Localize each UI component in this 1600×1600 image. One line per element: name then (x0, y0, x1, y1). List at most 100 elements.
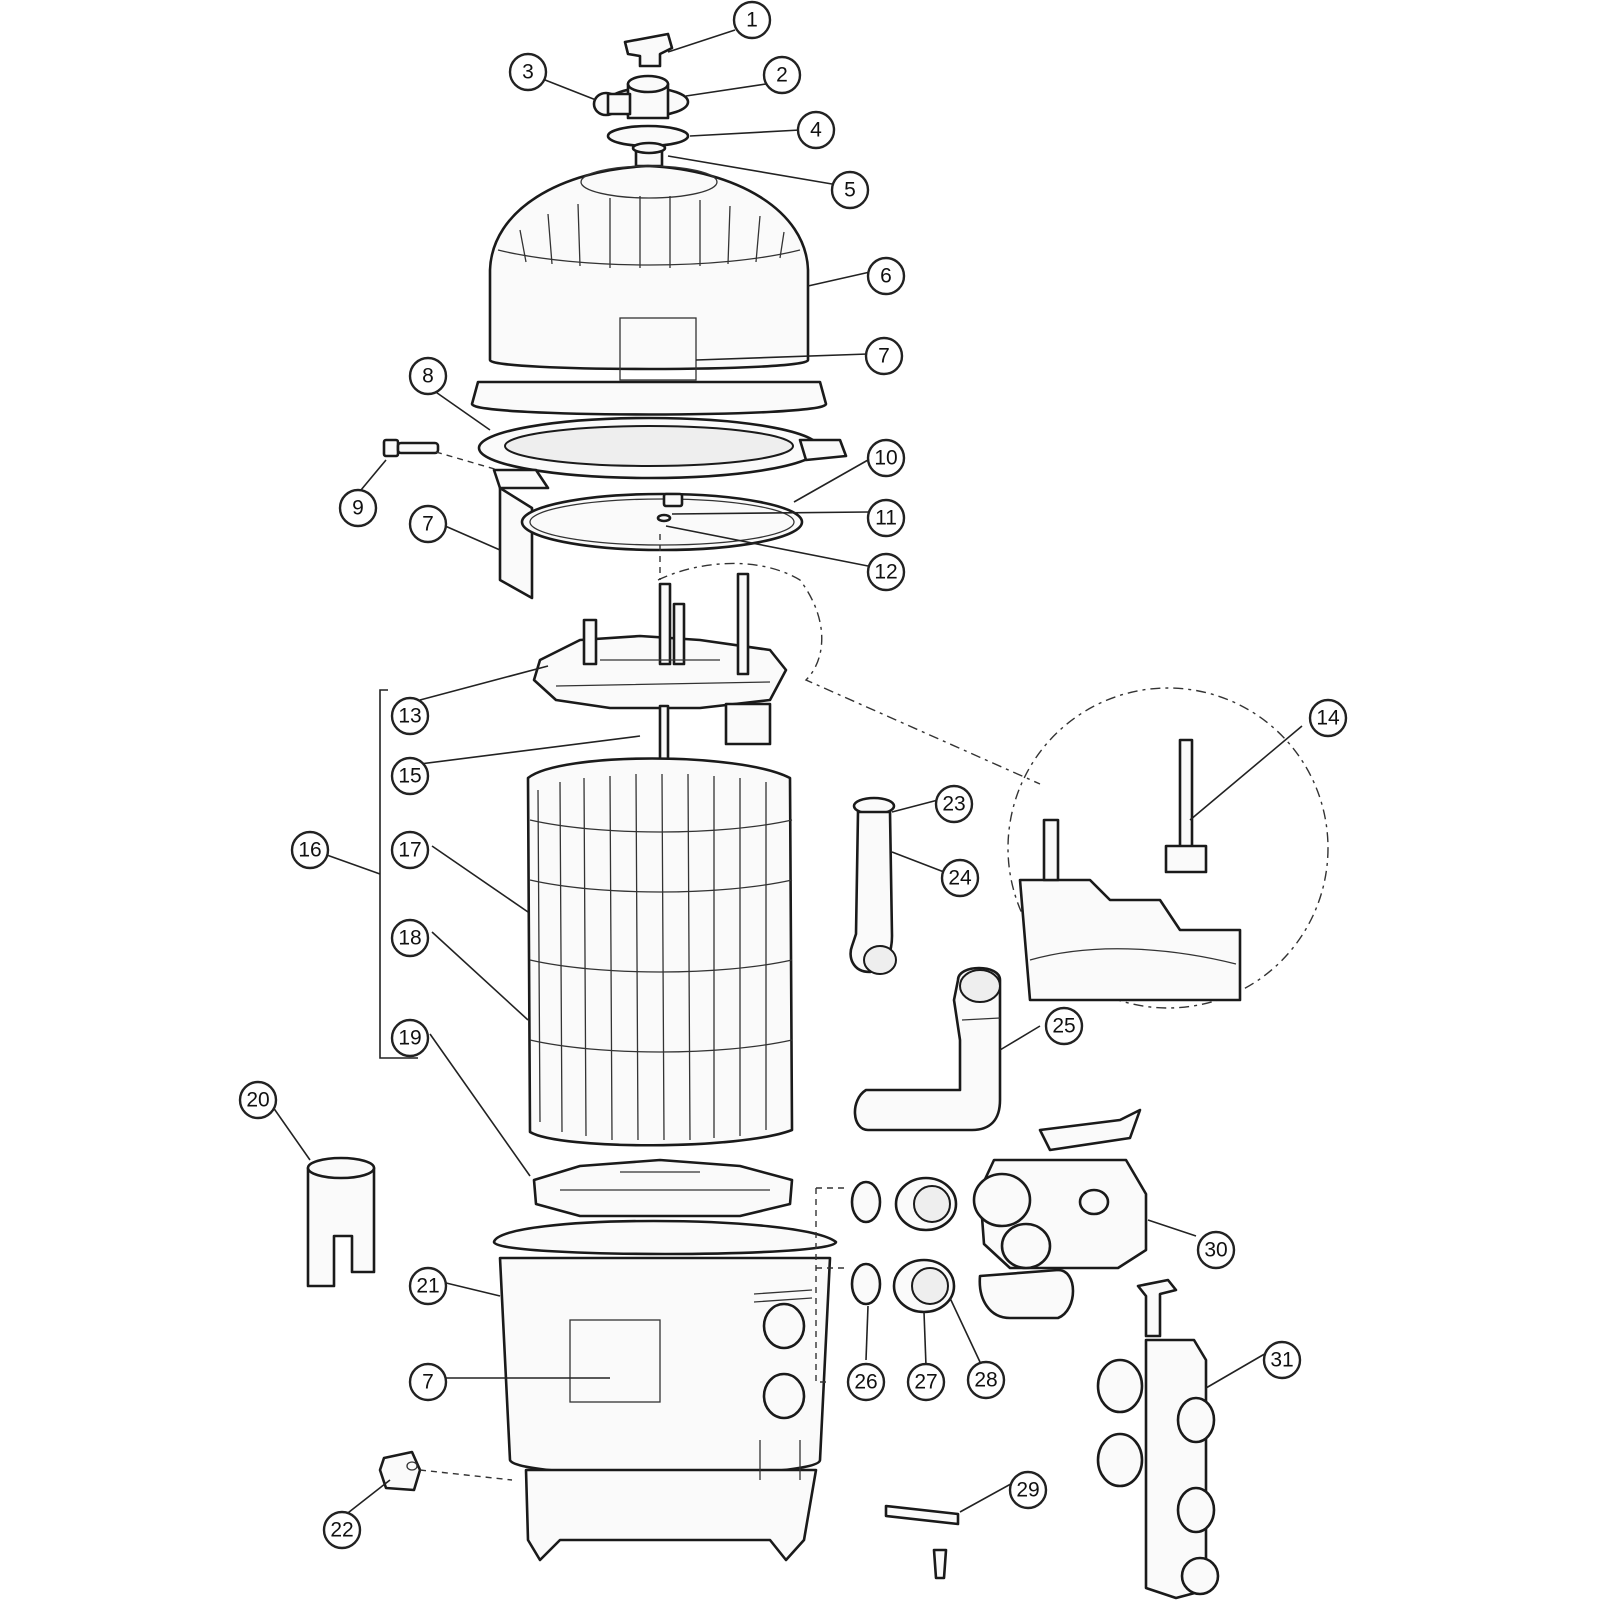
callout-16: 16 (290, 830, 330, 870)
callout-number: 18 (398, 927, 421, 950)
part-slide-valve (1096, 1278, 1220, 1600)
callout-26: 26 (846, 1362, 886, 1402)
callout-11: 11 (866, 498, 906, 538)
callout-number: 17 (398, 839, 421, 862)
callout-4: 4 (796, 110, 836, 150)
part-drain-cap (378, 1450, 422, 1492)
callout-circle (906, 1362, 946, 1402)
callout-7: 7 (864, 336, 904, 376)
callout-number: 4 (810, 119, 822, 142)
callout-circle (390, 830, 430, 870)
callout-number: 13 (398, 705, 421, 728)
callout-circle (830, 170, 870, 210)
part-lower-union (850, 1258, 956, 1314)
part-pipe-adapter (306, 1156, 376, 1288)
part-tank-lid (470, 164, 828, 416)
callout-circle (390, 1018, 430, 1058)
callout-circle (1308, 698, 1348, 738)
part-clamp-band (477, 416, 848, 600)
callout-7: 7 (408, 504, 448, 544)
callout-number: 6 (880, 265, 892, 288)
callout-circle (408, 1362, 448, 1402)
callout-23: 23 (934, 784, 974, 824)
callout-18: 18 (390, 918, 430, 958)
callout-7: 7 (408, 1362, 448, 1402)
leader-lines (267, 29, 1303, 1517)
callout-circle (940, 858, 980, 898)
callout-number: 28 (974, 1369, 997, 1392)
callout-number: 11 (875, 507, 897, 530)
callout-number: 26 (854, 1371, 877, 1394)
part-washer (656, 513, 672, 523)
callout-31: 31 (1262, 1340, 1302, 1380)
callout-number: 15 (398, 765, 421, 788)
parts-drawing (306, 32, 1329, 1600)
callout-circle (390, 696, 430, 736)
callout-circle (866, 552, 906, 592)
callout-circle (864, 336, 904, 376)
callout-circle (1262, 1340, 1302, 1380)
callout-circle (408, 504, 448, 544)
callout-number: 20 (246, 1089, 269, 1112)
callout-number: 7 (422, 1371, 434, 1394)
callout-circle (290, 830, 330, 870)
callout-number: 25 (1052, 1015, 1075, 1038)
part-clamp-bolt (382, 438, 440, 458)
callout-20: 20 (238, 1080, 278, 1120)
callout-circle (322, 1510, 362, 1550)
callout-circle (238, 1080, 278, 1120)
callout-19: 19 (390, 1018, 430, 1058)
callout-circle (1044, 1006, 1084, 1046)
callout-number: 29 (1016, 1479, 1039, 1502)
part-bottom-manifold (532, 1158, 794, 1218)
callout-28: 28 (966, 1360, 1006, 1400)
part-elbow-pipe (853, 966, 1002, 1132)
part-filter-element (526, 757, 794, 1147)
callout-15: 15 (390, 756, 430, 796)
callout-10: 10 (866, 438, 906, 478)
callout-circle (796, 110, 836, 150)
callout-circle (966, 1360, 1006, 1400)
callout-number: 24 (948, 867, 972, 890)
callout-17: 17 (390, 830, 430, 870)
dashed-guide-lines (419, 451, 1041, 1481)
callout-number: 16 (298, 839, 321, 862)
part-top-manifold (532, 572, 788, 746)
callout-number: 2 (776, 64, 788, 87)
part-upper-union (850, 1176, 958, 1232)
callout-22: 22 (322, 1510, 362, 1550)
callout-30: 30 (1196, 1230, 1236, 1270)
callout-number: 14 (1316, 707, 1340, 730)
callout-circle (934, 784, 974, 824)
callout-6: 6 (866, 256, 906, 296)
part-air-relief-valve (592, 74, 690, 120)
callout-circle (866, 498, 906, 538)
callout-number: 27 (914, 1371, 937, 1394)
callout-circle (390, 918, 430, 958)
callout-circle (508, 52, 548, 92)
callout-8: 8 (408, 356, 448, 396)
callout-1: 1 (732, 0, 772, 40)
callout-number: 3 (522, 61, 534, 84)
callout-number: 22 (330, 1519, 353, 1542)
callout-circle (846, 1362, 886, 1402)
callout-circle (1008, 1470, 1048, 1510)
callout-circle (866, 438, 906, 478)
callout-number: 7 (422, 513, 434, 536)
callout-24: 24 (940, 858, 980, 898)
part-air-bleed-tube (849, 796, 897, 975)
callout-number: 10 (874, 447, 897, 470)
callout-number: 7 (878, 345, 890, 368)
callout-2: 2 (762, 55, 802, 95)
part-gauge-bracket (884, 1504, 960, 1580)
callout-circle (762, 55, 802, 95)
callout-12: 12 (866, 552, 906, 592)
part-valve-adapter (631, 141, 667, 168)
callout-number: 5 (844, 179, 856, 202)
part-air-relief-knob (623, 32, 674, 68)
callout-number: 12 (874, 561, 897, 584)
callout-number: 21 (416, 1275, 439, 1298)
callout-circle (408, 356, 448, 396)
